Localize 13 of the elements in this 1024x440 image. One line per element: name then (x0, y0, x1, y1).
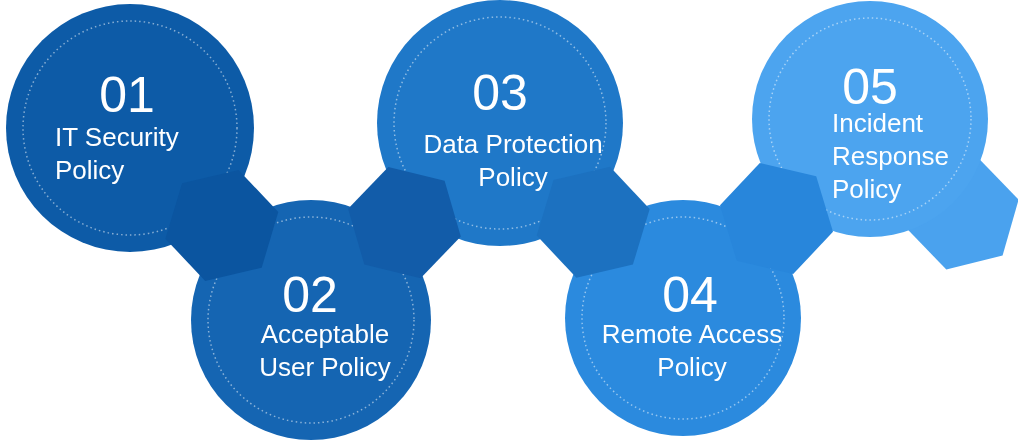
hexagon-connector (720, 163, 833, 274)
hexagon-connector (165, 169, 279, 281)
step-number: 03 (472, 68, 528, 118)
policy-title: Data Protection Policy (422, 128, 604, 194)
hexagon-connector (536, 166, 650, 278)
policy-title: Acceptable User Policy (258, 318, 392, 384)
step-number: 01 (99, 70, 155, 120)
hexagon-connector (348, 166, 461, 279)
step-number: 02 (282, 270, 338, 320)
policy-title: Remote Access Policy (601, 318, 783, 384)
step-number: 04 (662, 270, 718, 320)
circle-node (6, 4, 254, 252)
policy-title: IT Security Policy (55, 121, 180, 187)
